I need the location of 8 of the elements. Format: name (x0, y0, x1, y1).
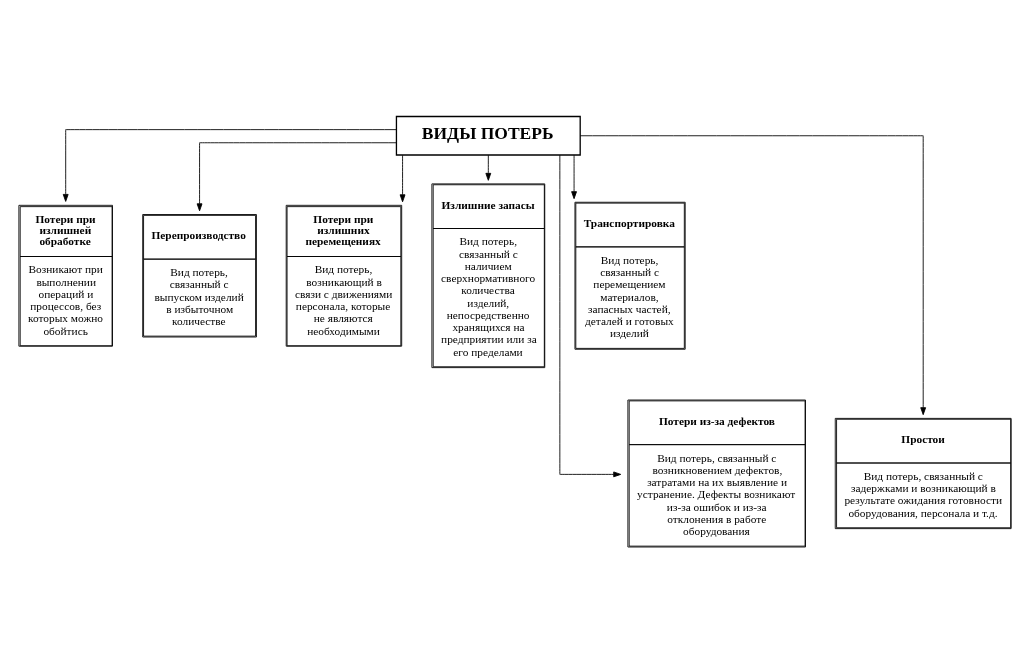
arrow (559, 154, 622, 477)
arrow (485, 154, 492, 181)
arrow (579, 134, 927, 415)
arrow (399, 154, 406, 202)
arrow (196, 141, 397, 211)
arrow (62, 128, 397, 202)
arrow (571, 154, 577, 199)
node-box: ВИДЫ ПОТЕРЬ (395, 115, 581, 156)
